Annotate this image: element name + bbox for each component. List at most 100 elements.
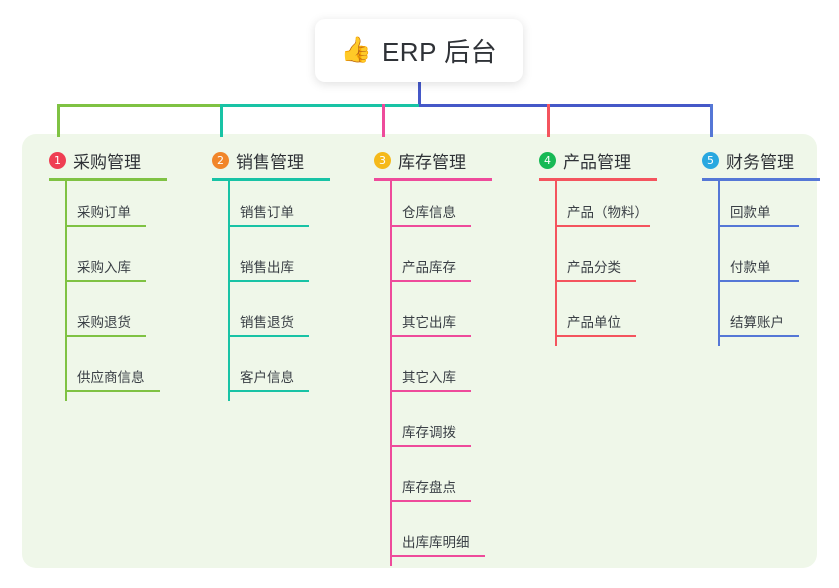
connector-drop-1 — [57, 104, 60, 137]
branch-item-label: 仓库信息 — [402, 205, 456, 220]
branch-item[interactable]: 销售退货 — [196, 291, 346, 346]
branch-item-underline — [390, 335, 471, 337]
branch-spine-4 — [555, 181, 557, 346]
branch-item[interactable]: 销售订单 — [196, 181, 346, 236]
branch-spine-3 — [390, 181, 392, 566]
branch-item[interactable]: 库存盘点 — [358, 456, 508, 511]
branch-item[interactable]: 库存调拨 — [358, 401, 508, 456]
branch-item[interactable]: 采购退货 — [33, 291, 183, 346]
branch-item-label: 采购订单 — [77, 205, 131, 220]
connector-bar-segment-3 — [419, 104, 713, 107]
connector-drop-5 — [710, 104, 713, 137]
branch-underline-5 — [702, 178, 820, 181]
branch-item-underline — [718, 280, 799, 282]
branch-item[interactable]: 其它入库 — [358, 346, 508, 401]
branch-item-label: 销售退货 — [240, 315, 294, 330]
branch-title-3: 库存管理 — [398, 152, 466, 172]
branch-item[interactable]: 出库库明细 — [358, 511, 508, 566]
branch-item[interactable]: 其它出库 — [358, 291, 508, 346]
branch-underline-3 — [374, 178, 492, 181]
branch-item-underline — [228, 280, 309, 282]
branch-spine-5 — [718, 181, 720, 346]
branch-item[interactable]: 销售出库 — [196, 236, 346, 291]
branch-number-badge-3: 3 — [374, 151, 391, 169]
branch-item[interactable]: 采购订单 — [33, 181, 183, 236]
branch-item-underline — [390, 555, 485, 557]
connector-drop-4 — [547, 104, 550, 137]
branch-item-list-1: 采购订单采购入库采购退货供应商信息 — [33, 181, 183, 401]
branch-item-label: 产品（物料） — [567, 205, 648, 220]
branch-item-label: 产品分类 — [567, 260, 621, 275]
branch-item-list-2: 销售订单销售出库销售退货客户信息 — [196, 181, 346, 401]
branch-item-underline — [65, 225, 146, 227]
branch-item[interactable]: 采购入库 — [33, 236, 183, 291]
branch-item-label: 出库库明细 — [402, 535, 470, 550]
branch-item-underline — [718, 335, 799, 337]
branch-header-3[interactable]: 3 库存管理 — [358, 148, 508, 172]
branch-spine-1 — [65, 181, 67, 401]
branch-item-list-4: 产品（物料） 产品分类产品单位 — [523, 181, 673, 346]
branch-item-underline — [555, 335, 636, 337]
branch-item-list-3: 仓库信息产品库存其它出库其它入库库存调拨库存盘点出库库明细 — [358, 181, 508, 566]
branch-title-5: 财务管理 — [726, 152, 794, 172]
root-node-erp-backend[interactable]: 👍 ERP 后台 — [315, 19, 523, 82]
branch-title-1: 采购管理 — [73, 152, 141, 172]
branch-title-4: 产品管理 — [563, 152, 631, 172]
connector-drop-3 — [382, 104, 385, 137]
branch-header-4[interactable]: 4 产品管理 — [523, 148, 673, 172]
branch-item[interactable]: 仓库信息 — [358, 181, 508, 236]
root-node-title: ERP 后台 — [381, 37, 498, 67]
branch-item[interactable]: 产品（物料） — [523, 181, 673, 236]
branch-item[interactable]: 回款单 — [686, 181, 836, 236]
branch-item[interactable]: 客户信息 — [196, 346, 346, 401]
branch-item-underline — [718, 225, 799, 227]
branch-item-label: 结算账户 — [730, 315, 784, 330]
branch-item-label: 库存调拨 — [402, 425, 456, 440]
branch-item-underline — [65, 390, 160, 392]
branch-item[interactable]: 产品分类 — [523, 236, 673, 291]
branch-item-underline — [390, 390, 471, 392]
branch-item-label: 销售订单 — [240, 205, 294, 220]
branch-number-badge-5: 5 — [702, 151, 719, 169]
connector-bar-segment-1 — [57, 104, 223, 107]
branch-item-underline — [390, 225, 471, 227]
branch-item-underline — [228, 335, 309, 337]
branch-item[interactable]: 付款单 — [686, 236, 836, 291]
branch-item-label: 其它出库 — [402, 315, 456, 330]
branch-item-label: 采购入库 — [77, 260, 131, 275]
branch-item-underline — [228, 225, 309, 227]
branch-item-label: 其它入库 — [402, 370, 456, 385]
branch-item-underline — [555, 280, 636, 282]
branch-item-underline — [228, 390, 309, 392]
branch-item-underline — [390, 280, 471, 282]
branch-item-label: 产品单位 — [567, 315, 621, 330]
branch-item[interactable]: 产品单位 — [523, 291, 673, 346]
branch-item[interactable]: 产品库存 — [358, 236, 508, 291]
branch-column-5: 5 财务管理回款单付款单结算账户 — [686, 148, 836, 346]
branch-underline-1 — [49, 178, 167, 181]
branch-number-badge-4: 4 — [539, 151, 556, 169]
branch-column-4: 4 产品管理产品（物料） 产品分类产品单位 — [523, 148, 673, 346]
branch-spine-2 — [228, 181, 230, 401]
branch-number-badge-2: 2 — [212, 151, 229, 169]
branch-item-underline — [65, 280, 146, 282]
branch-underline-4 — [539, 178, 657, 181]
branch-item-label: 采购退货 — [77, 315, 131, 330]
branch-item-underline — [65, 335, 146, 337]
branch-item[interactable]: 供应商信息 — [33, 346, 183, 401]
branch-underline-2 — [212, 178, 330, 181]
branch-item-label: 付款单 — [730, 260, 771, 275]
branch-item-label: 销售出库 — [240, 260, 294, 275]
branch-header-5[interactable]: 5 财务管理 — [686, 148, 836, 172]
branch-item-label: 产品库存 — [402, 260, 456, 275]
root-trunk-line — [418, 82, 421, 107]
connector-drop-2 — [220, 104, 223, 137]
branch-item-label: 客户信息 — [240, 370, 294, 385]
branch-item[interactable]: 结算账户 — [686, 291, 836, 346]
branch-item-underline — [390, 500, 471, 502]
